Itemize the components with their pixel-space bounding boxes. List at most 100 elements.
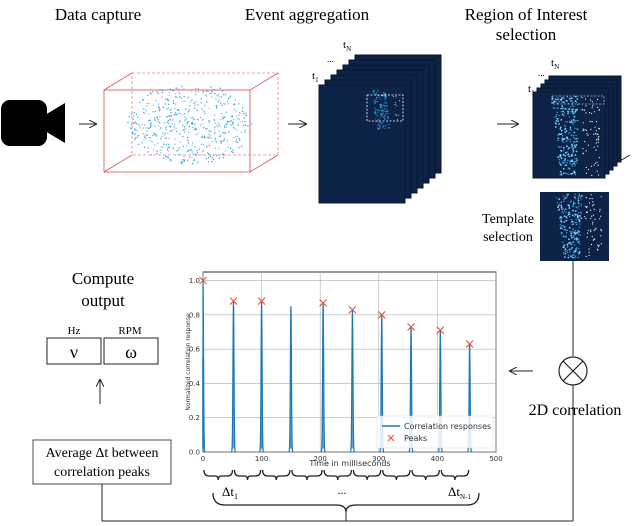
cloud-event-dot <box>228 131 230 133</box>
template-event-dot <box>591 198 593 200</box>
roi-event-dot <box>573 172 576 174</box>
frame-event-dot <box>375 99 377 101</box>
frame-event-dot <box>382 95 384 97</box>
cloud-event-dot <box>178 147 181 149</box>
cloud-event-dot <box>216 154 218 157</box>
cloud-event-dot <box>152 149 155 151</box>
cloud-event-dot <box>208 157 210 159</box>
roi-event-dot <box>561 114 563 116</box>
roi-event-dot <box>571 143 573 146</box>
roi-event-dot <box>571 172 574 175</box>
cloud-event-dot <box>169 119 171 121</box>
roi-event-dot <box>571 134 573 136</box>
cloud-event-dot <box>220 112 223 115</box>
template-event-dot <box>580 204 582 207</box>
cloud-event-dot <box>209 135 211 137</box>
cloud-event-dot <box>150 154 152 156</box>
cloud-event-dot <box>221 104 223 107</box>
roi-event-dot <box>582 130 584 132</box>
cloud-event-dot <box>216 107 218 109</box>
template-event-dot <box>560 216 563 219</box>
template-event-dot <box>577 199 580 202</box>
roi-event-dot <box>572 108 574 111</box>
roi-event-dot <box>557 120 559 123</box>
cloud-event-dot <box>213 89 216 91</box>
cloud-event-dot <box>160 138 162 140</box>
template-event-dot <box>579 220 581 222</box>
template-event-dot <box>570 248 572 250</box>
correlation-spike <box>288 306 294 453</box>
template-event-dot <box>558 208 561 211</box>
cloud-event-dot <box>148 127 150 129</box>
template-event-dot <box>590 229 592 231</box>
template-event-dot <box>573 238 576 240</box>
y-axis-ticks: 0.00.20.40.60.81.0 <box>189 277 201 456</box>
cloud-event-dot <box>207 161 210 163</box>
roi-event-dot <box>590 128 592 130</box>
cloud-event-dot <box>197 132 199 135</box>
cloud-event-dot <box>179 120 181 122</box>
roi-event-dot <box>565 140 568 142</box>
frame-event-dot <box>384 95 386 97</box>
cloud-event-dot <box>193 159 195 161</box>
cloud-event-dot <box>236 141 239 144</box>
template-event-dot <box>566 232 568 234</box>
cloud-event-dot <box>183 95 185 98</box>
cloud-event-dot <box>184 116 186 118</box>
roi-label-tN: tN <box>551 57 559 71</box>
template-event-dot <box>577 256 579 259</box>
cloud-event-dot <box>215 105 218 108</box>
cloud-event-dot <box>188 109 190 111</box>
cloud-event-dot <box>221 115 223 117</box>
roi-event-dot <box>585 112 587 114</box>
roi-event-dot <box>573 116 576 119</box>
template-event-dot <box>578 212 580 214</box>
cloud-event-dot <box>235 110 237 112</box>
cloud-event-dot <box>225 111 228 113</box>
template-event-dot <box>592 239 595 241</box>
template-event-dot <box>571 256 574 259</box>
frame-event-dot <box>385 113 387 115</box>
cloud-event-dot <box>178 91 180 94</box>
template-event-dot <box>599 218 601 220</box>
cloud-event-dot <box>223 138 225 140</box>
frame-event-dot <box>387 112 389 115</box>
roi-event-dot <box>572 105 575 108</box>
cloud-event-dot <box>204 137 206 139</box>
cloud-event-dot <box>172 100 174 102</box>
template-event-dot <box>563 195 565 197</box>
interval-brace <box>233 469 262 481</box>
cloud-event-dot <box>210 86 212 88</box>
roi-event-dot <box>568 108 571 110</box>
cloud-event-dot <box>178 96 181 98</box>
cloud-event-dot <box>203 135 206 137</box>
cloud-event-dot <box>234 128 236 130</box>
frame-event-dot <box>375 100 377 103</box>
roi-event-dot <box>564 159 566 162</box>
roi-event-dot <box>591 174 593 176</box>
template-event-dot <box>559 217 561 220</box>
roi-event-dot <box>560 133 563 135</box>
roi-event-dot <box>572 155 574 157</box>
cloud-event-dot <box>234 99 236 101</box>
cloud-event-dot <box>197 91 200 93</box>
roi-event-dot <box>591 101 593 103</box>
template-event-dot <box>600 230 603 232</box>
x-tick-label: 200 <box>314 455 327 463</box>
roi-event-dot <box>571 165 574 167</box>
cloud-event-dot <box>222 154 225 156</box>
cloud-event-dot <box>186 150 189 153</box>
cloud-event-dot <box>150 125 152 127</box>
output-boxes: ν ω <box>46 337 159 365</box>
cloud-event-dot <box>155 135 157 137</box>
delta-dots: ... <box>338 483 347 497</box>
cloud-event-dot <box>237 123 239 126</box>
cloud-event-dot <box>182 135 184 138</box>
cloud-event-dot <box>156 117 159 120</box>
cloud-event-dot <box>170 160 172 162</box>
cloud-event-dot <box>235 135 237 138</box>
cloud-event-dot <box>144 136 146 138</box>
cloud-event-dot <box>148 136 151 139</box>
frame-event-dot <box>392 95 394 97</box>
